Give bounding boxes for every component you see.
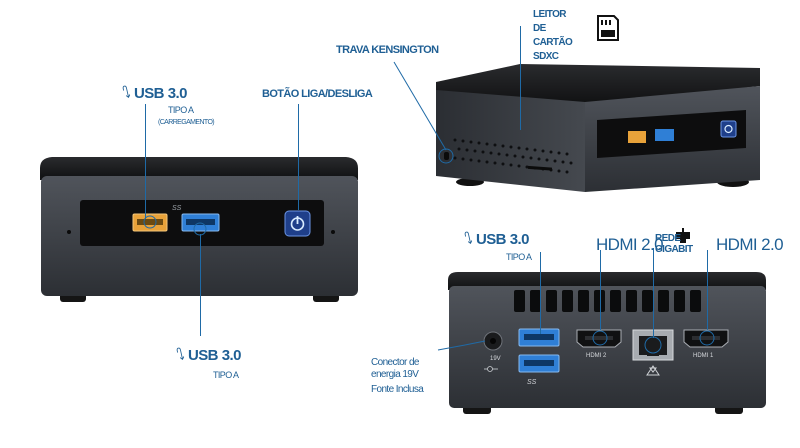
hdmi-1-port-text: HDMI 1	[693, 353, 714, 359]
front-usb-slot	[186, 219, 215, 225]
power-connector-label: Conector de energia 19V	[371, 357, 419, 380]
rear-usb-slot-bottom	[524, 360, 554, 366]
front-mic-right	[331, 230, 335, 234]
rear-vents	[514, 290, 701, 312]
hdmi-2-callout-ring	[592, 330, 608, 346]
rear-ss-logo: SS	[527, 379, 537, 386]
rear-ethernet-tab	[647, 352, 659, 356]
dc-polarity-icon	[484, 366, 498, 372]
card-reader-callout-line	[520, 26, 521, 130]
front-usb-charging-callout-line	[145, 104, 146, 219]
hdmi-2-port-text: HDMI 2	[586, 353, 607, 359]
network-symbol-icon	[646, 365, 660, 376]
usb-icon: ⭛	[176, 347, 185, 364]
rear-view-device	[448, 272, 766, 414]
front-view-device	[40, 157, 358, 302]
angled-usb-charging-port	[628, 131, 646, 143]
front-usb-type: TIPO A	[213, 370, 239, 380]
angled-vents	[453, 138, 573, 174]
rear-usb-type: TIPO A	[506, 252, 532, 262]
rear-top-lid	[448, 272, 766, 290]
front-usb-callout-ring	[143, 215, 157, 229]
hdmi-1-callout-line	[707, 250, 708, 330]
power-supply-note: Fonte Inclusa	[371, 384, 424, 395]
angled-kensington-slot	[444, 152, 449, 160]
angled-view-device	[436, 64, 760, 192]
front-usb-charging-note: (CARREGAMENTO)	[158, 119, 215, 126]
angled-top	[436, 64, 760, 106]
dc-voltage-text: 19V	[490, 356, 501, 362]
angled-power-icon	[724, 124, 733, 134]
front-mic-left	[67, 230, 71, 234]
rear-usb-slot-top	[524, 334, 554, 340]
usb-icon: ⭛	[464, 231, 473, 248]
front-top-lid	[40, 157, 358, 180]
front-ss-logo: SS	[172, 205, 182, 212]
rear-usb-callout-line	[540, 252, 541, 334]
power-button-label: BOTÃO LIGA/DESLIGA	[262, 88, 373, 100]
hdmi-1-label: HDMI 2.0	[716, 235, 784, 254]
kensington-label: TRAVA KENSINGTON	[336, 44, 439, 56]
rear-dc-jack-pin	[490, 338, 496, 344]
hdmi-2-label: HDMI 2.0	[596, 235, 664, 254]
network-label: REDE GIGABIT	[655, 233, 693, 255]
angled-power-button	[720, 120, 737, 138]
rear-hdmi-2-slot	[585, 336, 613, 340]
card-reader-label: LEITOR DE CARTÃO SDXC	[533, 9, 573, 62]
front-usb-callout-line	[200, 234, 201, 336]
front-usb-charging-label: ⭛ USB 3.0	[122, 85, 187, 102]
hdmi-2-callout-line	[600, 250, 601, 330]
power-button-callout-line	[298, 104, 299, 210]
usb-icon: ⭛	[122, 85, 131, 102]
angled-card-slot	[528, 165, 552, 171]
front-usb-label: ⭛ USB 3.0	[176, 347, 241, 364]
hdmi-1-callout-ring	[699, 330, 715, 346]
angled-usb-port	[655, 129, 674, 141]
angled-left-side	[436, 90, 585, 192]
front-usb-charging-slot	[137, 219, 163, 225]
rear-usb-label: ⭛ USB 3.0	[464, 231, 529, 248]
front-usb-charging-type: TIPO A	[168, 105, 194, 115]
rear-hdmi-1-slot	[692, 336, 720, 340]
ethernet-callout-line	[653, 248, 654, 338]
